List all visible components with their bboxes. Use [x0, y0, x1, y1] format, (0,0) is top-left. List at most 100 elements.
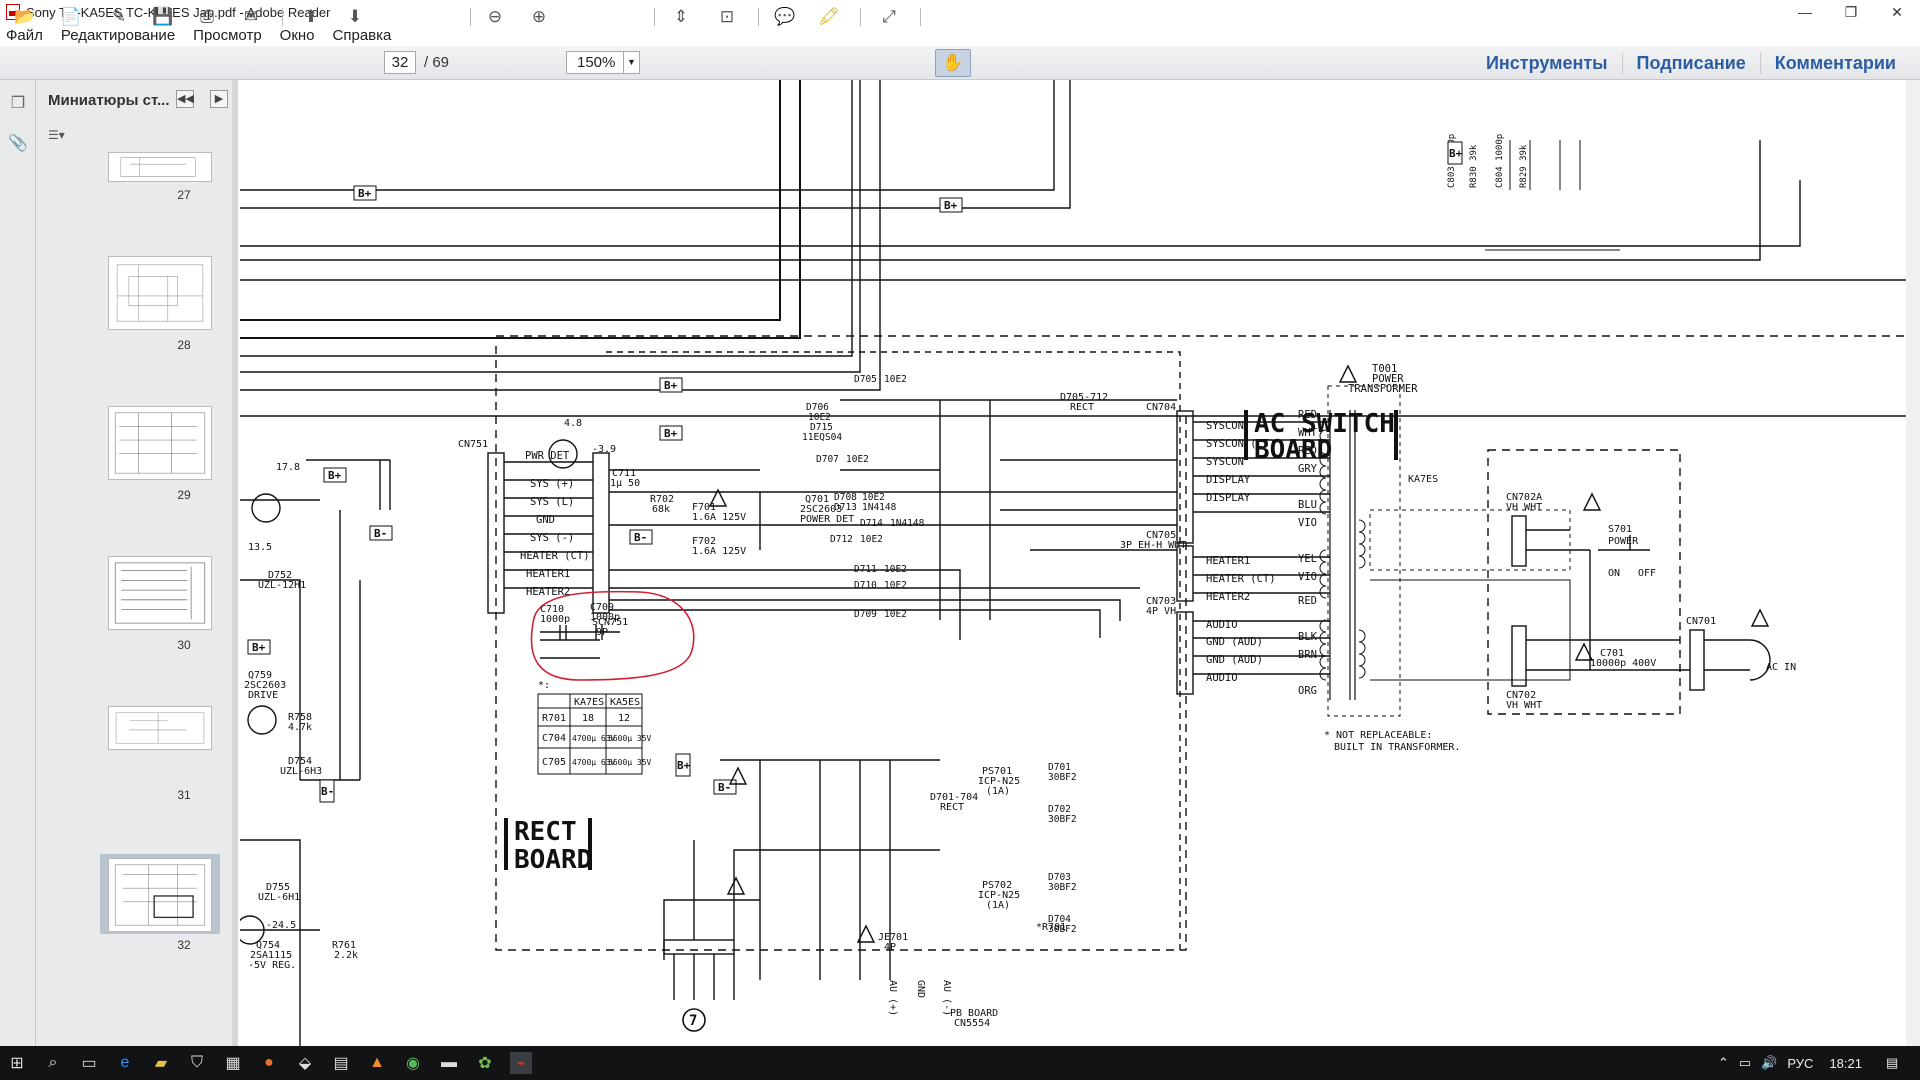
table-header: KA7ES — [574, 697, 604, 708]
menu-file[interactable]: Файл — [6, 26, 43, 44]
expand-arrow-icon[interactable]: ▶ — [210, 90, 228, 108]
open-icon[interactable]: 📂 — [14, 7, 36, 26]
prev-page-icon[interactable]: ⬆ — [303, 7, 319, 26]
clock[interactable]: 18:21 — [1829, 1055, 1862, 1071]
d755-part: UZL-6H1 — [258, 892, 300, 903]
page-thumbnails-icon[interactable]: ❐ — [10, 95, 26, 112]
adobe-reader-taskbar-icon[interactable]: ⌁ — [510, 1052, 532, 1074]
volume-icon[interactable]: 🔊 — [1761, 1055, 1778, 1070]
pb-board-label: PB BOARD — [950, 1008, 998, 1019]
menu-bar: Файл Редактирование Просмотр Окно Справк… — [0, 24, 1920, 46]
firefox-icon[interactable]: ● — [264, 1054, 274, 1071]
bminus-tag: B- — [634, 531, 647, 544]
file-explorer-icon[interactable]: ▰ — [154, 1055, 168, 1072]
sign-link[interactable]: Подписание — [1621, 52, 1760, 74]
bplus-tag: B+ — [358, 187, 372, 200]
au-minus-label: AU (-) — [941, 980, 952, 1016]
voltage-48: 4.8 — [564, 418, 582, 429]
edge-browser-icon[interactable]: e — [120, 1054, 130, 1071]
ps701-part: ICP-N25 — [978, 776, 1020, 787]
c709-label: C709 — [590, 602, 614, 613]
hand-tool-icon[interactable]: ✋ — [935, 49, 971, 77]
notifications-icon[interactable]: ▤ — [1885, 1055, 1899, 1070]
document-viewer[interactable]: CN751 SCN751 9P CN704 CN705 3P EH-H WHT … — [240, 80, 1920, 1046]
comment-icon[interactable]: 💬 — [774, 7, 796, 26]
app-icon[interactable]: ⬙ — [298, 1055, 312, 1072]
menu-help[interactable]: Справка — [332, 26, 392, 44]
thumbnail-scrollbar[interactable] — [232, 80, 238, 1046]
ac-in-label: AC IN — [1766, 662, 1796, 673]
d755-label: D755 — [266, 882, 290, 893]
cn705-color-2: YEL — [1298, 553, 1317, 565]
next-page-icon[interactable]: ⬇ — [347, 7, 363, 26]
chevron-down-icon[interactable]: ▼ — [623, 52, 639, 73]
restore-button[interactable]: ❐ — [1844, 3, 1858, 20]
diode-value: 10E2 — [862, 492, 885, 503]
create-pdf-icon[interactable]: 📄 — [60, 7, 82, 26]
fit-width-icon[interactable]: ⊡ — [719, 7, 735, 26]
fit-page-icon[interactable]: ⇕ — [673, 7, 689, 26]
close-button[interactable]: ✕ — [1891, 3, 1903, 20]
system-tray: ⌃ ▭ 🔊 РУС 18:21 ▤ — [1718, 1046, 1898, 1080]
edit-icon[interactable]: ✎ — [111, 7, 127, 26]
task-view-icon[interactable]: ▭ — [81, 1055, 97, 1072]
save-icon[interactable]: 💾 — [152, 7, 174, 26]
highlight-icon[interactable]: 🖍 — [818, 7, 840, 26]
voltage-neg39: -3.9 — [592, 444, 616, 455]
zoom-in-icon[interactable]: ⊕ — [531, 7, 547, 26]
app-icon[interactable]: ◉ — [406, 1055, 420, 1072]
bplus-tag: B+ — [1449, 147, 1463, 160]
navigation-strip: ❐ 📎 — [0, 80, 36, 1046]
drive-label: DRIVE — [248, 690, 278, 701]
email-icon[interactable]: ✉ — [243, 7, 259, 26]
attachments-icon[interactable]: 📎 — [8, 135, 28, 152]
windows-start-icon[interactable]: ⊞ — [10, 1055, 24, 1072]
d705-712-label: D705-712 — [1060, 392, 1108, 403]
tools-link[interactable]: Инструменты — [1485, 52, 1608, 73]
thumbnail-label: 27 — [177, 188, 191, 202]
thumbnail-page-32[interactable] — [108, 858, 212, 932]
cn702a-label: CN702A — [1506, 492, 1542, 503]
thumbnail-page-27[interactable] — [108, 152, 212, 182]
diode-value: 30BF2 — [1048, 924, 1077, 935]
app-icon[interactable]: ✿ — [478, 1055, 492, 1072]
je701-sub: 4P — [884, 942, 896, 953]
menu-view[interactable]: Просмотр — [193, 26, 262, 44]
calculator-icon[interactable]: ▦ — [225, 1055, 241, 1072]
page-number-input[interactable]: 32 — [384, 51, 416, 74]
app-icon[interactable]: ▤ — [333, 1055, 349, 1072]
zoom-input[interactable]: 150% ▼ — [566, 51, 640, 74]
menu-edit[interactable]: Редактирование — [60, 26, 176, 44]
cn704-color-1: RED — [1298, 409, 1317, 421]
r702-label: R702 — [650, 494, 674, 505]
zoom-out-icon[interactable]: ⊖ — [487, 7, 503, 26]
search-icon[interactable]: ⌕ — [48, 1054, 58, 1071]
collapse-panel-icon[interactable]: ◀◀ — [176, 90, 194, 108]
comments-link[interactable]: Комментарии — [1759, 52, 1910, 74]
options-menu-icon[interactable]: ☰▾ — [48, 128, 65, 142]
diode-label: D701 — [1048, 762, 1071, 773]
page-total: / 69 — [424, 54, 450, 71]
tray-chevron-icon[interactable]: ⌃ — [1718, 1055, 1729, 1070]
thumbnail-page-30[interactable] — [108, 556, 212, 630]
document-scrollbar[interactable] — [1906, 80, 1920, 1046]
thumbnail-label: 31 — [177, 788, 191, 802]
vlc-icon[interactable]: ▲ — [369, 1054, 385, 1071]
thumbnail-page-29[interactable] — [108, 406, 212, 480]
store-icon[interactable]: ⛉ — [190, 1054, 203, 1071]
d701-704-label: D701-704 — [930, 792, 978, 803]
menu-window[interactable]: Окно — [279, 26, 315, 44]
language-indicator[interactable]: РУС — [1787, 1055, 1814, 1071]
thumbnail-page-28[interactable] — [108, 256, 212, 330]
network-icon[interactable]: ▭ — [1738, 1055, 1752, 1070]
fullscreen-icon[interactable]: ⤢ — [882, 7, 896, 26]
print-icon[interactable]: ⎙ — [200, 7, 214, 26]
table-cell: 5600μ 35V — [608, 758, 652, 767]
r761-value: 2.2k — [334, 950, 358, 961]
bminus-tag: B- — [321, 785, 334, 798]
minimize-button[interactable]: — — [1798, 4, 1812, 20]
thumbnail-page-31[interactable] — [108, 706, 212, 750]
cn703-color-4: ORG — [1298, 685, 1317, 697]
app-icon[interactable]: ▬ — [441, 1054, 457, 1071]
connector-number: 7 — [689, 1013, 697, 1029]
